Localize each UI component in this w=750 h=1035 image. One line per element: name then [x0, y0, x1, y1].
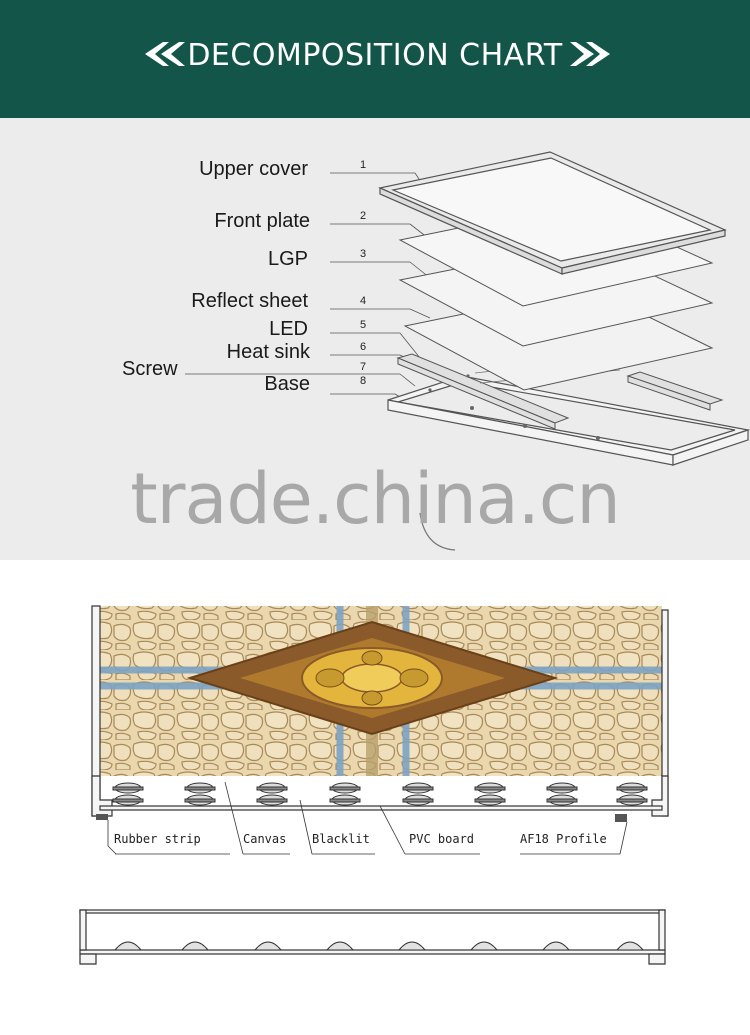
part-label-screw: Screw [122, 358, 178, 380]
cross-section-drawing [79, 605, 669, 965]
part-number-3: 3 [360, 248, 367, 260]
led-module [180, 941, 210, 951]
callout-rubber-strip: Rubber strip [114, 832, 201, 846]
led-module [474, 782, 506, 806]
led-module [256, 782, 288, 806]
callout-canvas: Canvas [243, 832, 287, 846]
part-number-4: 4 [360, 295, 367, 307]
page-title: DECOMPOSITION CHART [187, 38, 563, 73]
exploded-view-diagram: Upper cover Front plate LGP Reflect shee… [0, 118, 750, 560]
led-module [469, 941, 499, 951]
callout-blacklit: Blacklit [312, 832, 370, 846]
part-number-7: 7 [360, 361, 367, 373]
callout-pvc-board: PVC board [409, 832, 475, 846]
led-module [253, 941, 283, 951]
led-module [329, 782, 361, 806]
cross-section-diagram: Rubber strip Canvas Blacklit PVC board A… [0, 560, 750, 1035]
led-module [616, 782, 648, 806]
led-module [113, 941, 143, 951]
callout-af18-profile: AF18 Profile [520, 832, 607, 846]
led-module [184, 782, 216, 806]
led-module [325, 941, 355, 951]
part-label-front-plate: Front plate [214, 210, 310, 232]
part-label-led: LED [269, 318, 308, 340]
watermark: trade.china.cn [130, 458, 621, 540]
part-number-1: 1 [360, 159, 367, 171]
part-label-heat-sink: Heat sink [226, 341, 310, 363]
led-module [615, 941, 645, 951]
led-module [546, 782, 578, 806]
part-number-2: 2 [360, 210, 367, 222]
part-number-8: 8 [360, 375, 367, 387]
led-module [397, 941, 427, 951]
led-module [402, 782, 434, 806]
part-label-base: Base [264, 373, 310, 395]
led-module [541, 941, 571, 951]
part-number-5: 5 [360, 319, 367, 331]
part-number-6: 6 [360, 341, 367, 353]
double-chevron-right-icon [570, 42, 610, 66]
part-label-upper-cover: Upper cover [199, 158, 308, 180]
led-module [112, 782, 144, 806]
part-label-lgp: LGP [267, 248, 308, 270]
header-banner: DECOMPOSITION CHART [0, 0, 750, 118]
double-chevron-left-icon [145, 42, 185, 66]
exploded-view-drawing [185, 151, 750, 551]
part-label-reflect-sheet: Reflect sheet [191, 290, 308, 312]
